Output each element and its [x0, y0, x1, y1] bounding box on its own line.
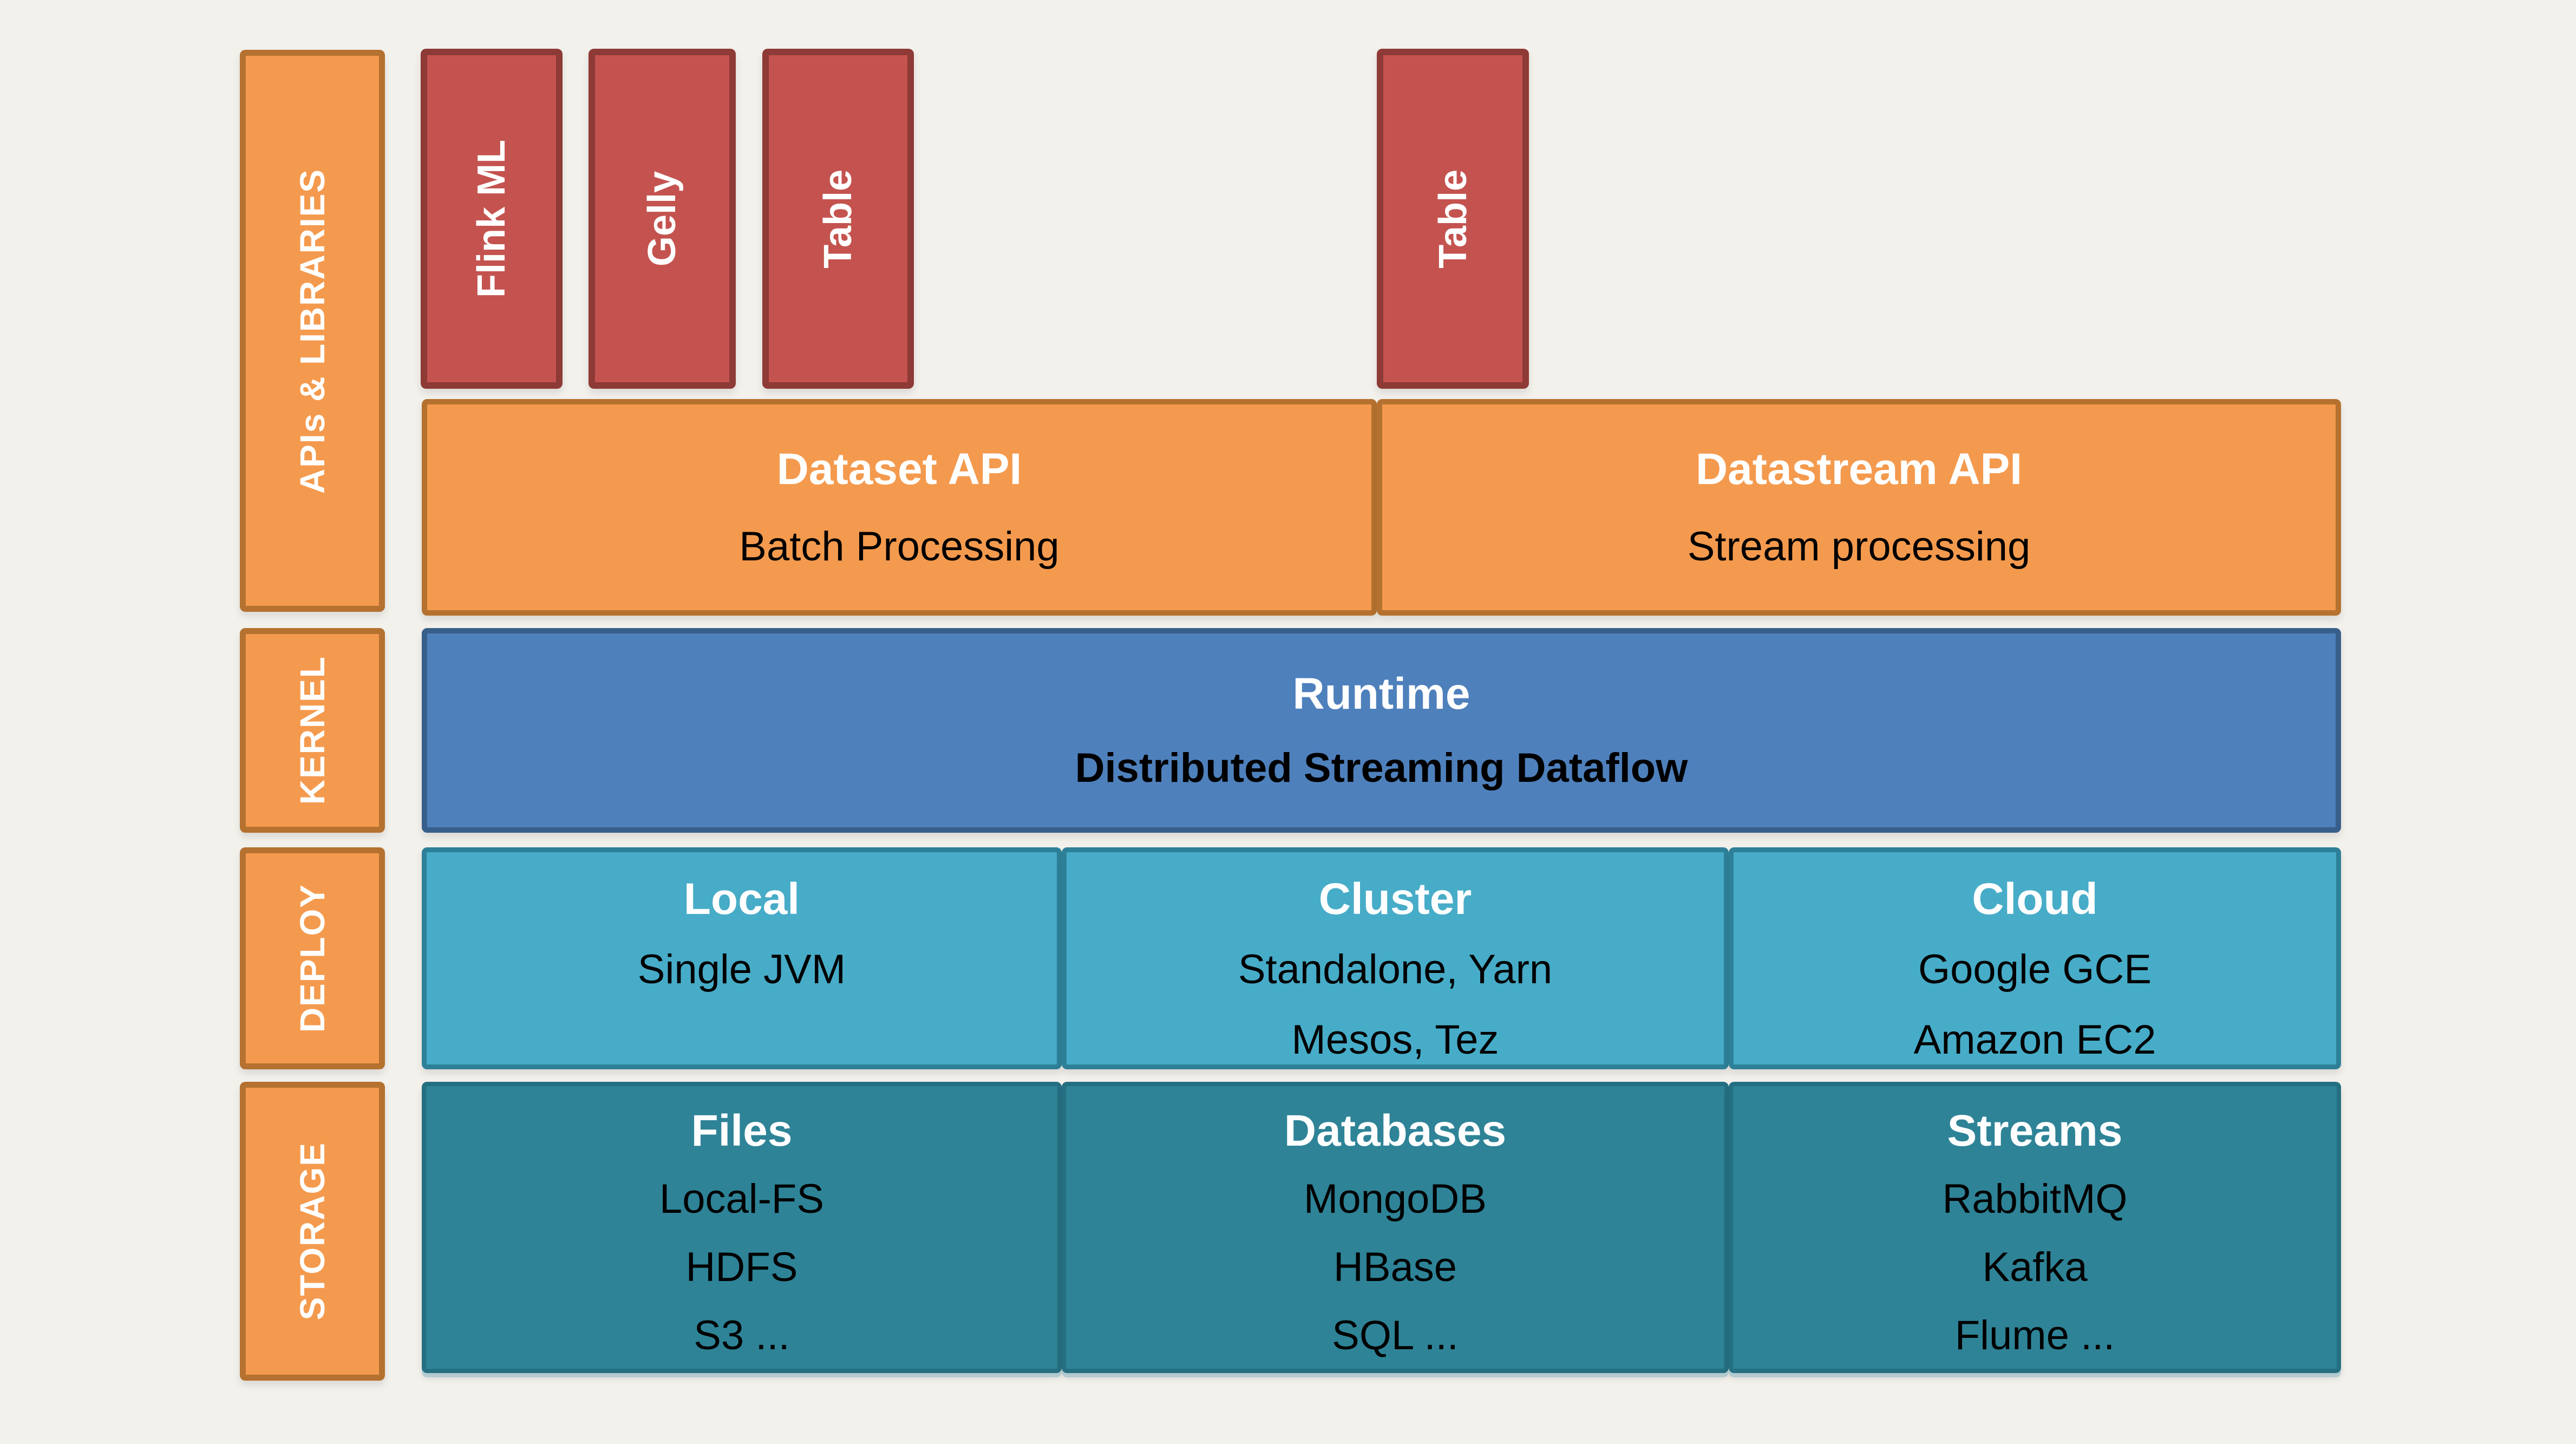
storage-box-streams-line-3: Flume ...	[1954, 1312, 2115, 1358]
side-label-storage-text: STORAGE	[293, 1142, 332, 1321]
runtime-box-title: Runtime	[1292, 669, 1470, 719]
storage-box-databases-title: Databases	[1284, 1106, 1507, 1155]
side-label-deploy: DEPLOY	[240, 847, 385, 1069]
storage-box-streams-title: Streams	[1947, 1106, 2123, 1155]
deploy-box-cluster-title: Cluster	[1318, 874, 1472, 924]
api-box-datastream-subtitle: Stream processing	[1687, 524, 2031, 570]
storage-box-files: Files Local-FS HDFS S3 ...	[422, 1082, 1062, 1373]
deploy-box-cloud: Cloud Google GCE Amazon EC2	[1729, 847, 2341, 1069]
library-box-table-stream: Table	[1377, 49, 1529, 389]
deploy-box-cloud-line-2: Amazon EC2	[1913, 1017, 2156, 1063]
api-box-dataset-title: Dataset API	[776, 445, 1022, 494]
storage-box-files-title: Files	[691, 1106, 793, 1155]
api-box-datastream-title: Datastream API	[1695, 445, 2023, 494]
library-box-gelly-text: Gelly	[640, 171, 684, 267]
storage-box-databases: Databases MongoDB HBase SQL ...	[1062, 1082, 1729, 1373]
deploy-box-cluster-line-1: Standalone, Yarn	[1238, 946, 1553, 992]
api-box-datastream: Datastream API Stream processing	[1377, 399, 2341, 616]
library-box-gelly: Gelly	[589, 49, 736, 389]
storage-box-streams-line-1: RabbitMQ	[1942, 1176, 2128, 1222]
storage-box-databases-line-3: SQL ...	[1332, 1312, 1459, 1358]
library-box-table-batch: Table	[762, 49, 914, 389]
deploy-box-local-title: Local	[683, 874, 800, 924]
side-label-deploy-text: DEPLOY	[293, 884, 332, 1033]
library-box-flink-ml: Flink ML	[421, 49, 563, 389]
storage-box-files-line-3: S3 ...	[694, 1312, 790, 1358]
storage-box-files-line-1: Local-FS	[659, 1176, 825, 1222]
api-box-dataset-subtitle: Batch Processing	[739, 524, 1060, 570]
deploy-box-cluster-line-2: Mesos, Tez	[1291, 1017, 1499, 1063]
deploy-box-local: Local Single JVM	[422, 847, 1062, 1069]
library-box-flink-ml-text: Flink ML	[470, 140, 513, 298]
side-label-storage: STORAGE	[240, 1082, 385, 1381]
storage-box-files-line-2: HDFS	[685, 1244, 798, 1290]
storage-box-streams-line-2: Kafka	[1982, 1244, 2088, 1290]
deploy-box-cloud-line-1: Google GCE	[1918, 946, 2152, 992]
api-box-dataset: Dataset API Batch Processing	[422, 399, 1377, 616]
side-label-kernel-text: KERNEL	[293, 656, 332, 805]
library-box-table-batch-text: Table	[816, 169, 860, 269]
side-label-apis-libraries: APIs & LIBRARIES	[240, 50, 385, 612]
deploy-box-local-line: Single JVM	[637, 946, 846, 992]
storage-box-streams: Streams RabbitMQ Kafka Flume ...	[1729, 1082, 2341, 1373]
runtime-box-subtitle: Distributed Streaming Dataflow	[1075, 745, 1688, 792]
deploy-box-cloud-title: Cloud	[1972, 874, 2098, 924]
library-box-table-stream-text: Table	[1431, 169, 1475, 269]
side-label-kernel: KERNEL	[240, 628, 385, 833]
storage-box-databases-line-1: MongoDB	[1304, 1176, 1487, 1222]
deploy-box-cluster: Cluster Standalone, Yarn Mesos, Tez	[1062, 847, 1729, 1069]
side-label-apis-libraries-text: APIs & LIBRARIES	[293, 168, 332, 494]
storage-box-databases-line-2: HBase	[1333, 1244, 1457, 1290]
runtime-box: Runtime Distributed Streaming Dataflow	[422, 628, 2341, 833]
